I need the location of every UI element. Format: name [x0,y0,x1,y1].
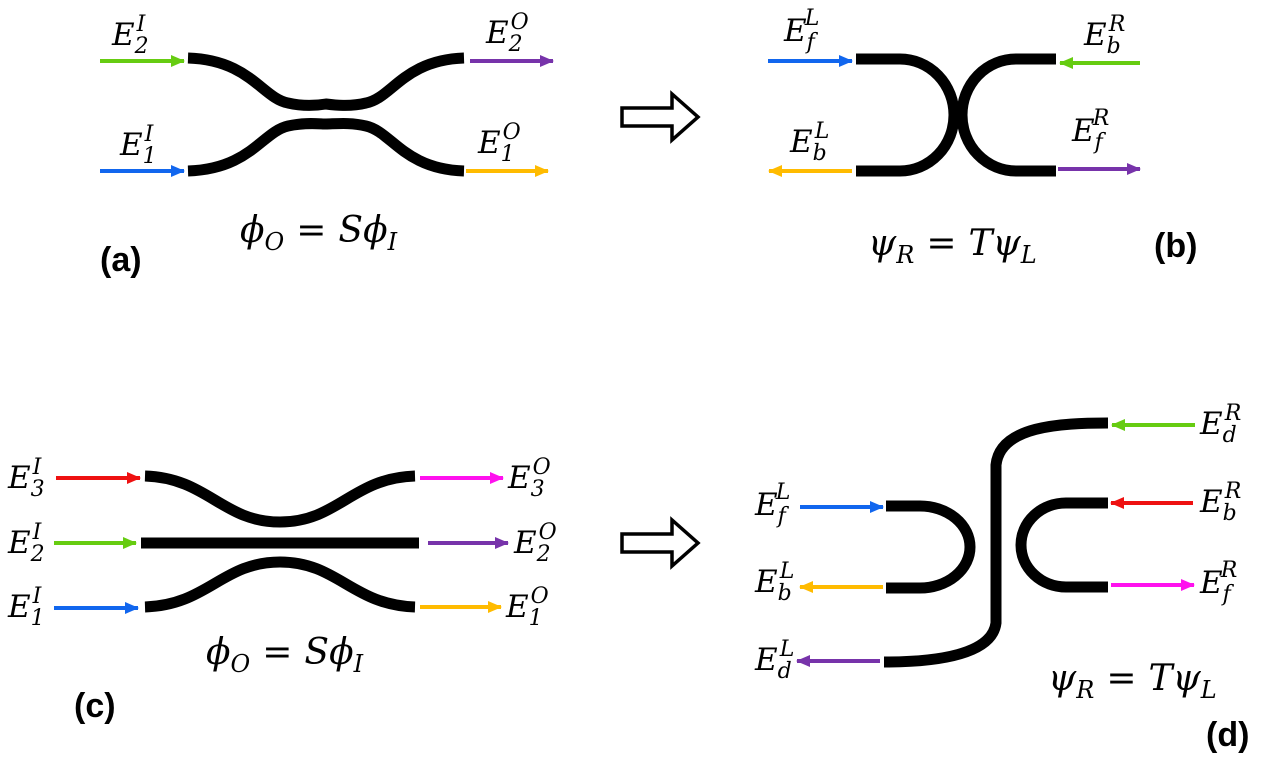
panel-label-c: (c) [74,687,116,725]
equation-d: ψR=TψL [1048,658,1217,704]
waveguide-a-bottom [187,118,465,177]
port-label-b-fL: EfL [783,6,819,55]
panel-c: E3I E2I E1I E3O E2O E1O ϕO=SϕI (c) [7,455,557,725]
panel-label-a: (a) [100,241,142,279]
equation-c: ϕO=SϕI [206,632,364,678]
waveguide-c-bottom [144,556,416,613]
port-label-b-fR: EfR [1071,106,1109,155]
transform-arrow-bottom [620,516,701,570]
port-label-d-bR: EbR [1199,479,1241,526]
panel-a: E2I E1I E2O E1O ϕO=SϕI (a) [100,10,554,279]
panel-d: EfL EbL EdL EdR EbR EfR ψR=TψL (d) [754,401,1249,754]
waveguide-d-right-loop [1015,497,1108,593]
waveguide-d-s-bend [883,417,1109,668]
port-label-d-bL: EbL [754,559,794,606]
equation-b: ψR=TψL [868,223,1037,269]
port-label-c-in-1: E1I [7,584,45,631]
port-label-a-out-1: E1O [477,120,521,167]
panel-label-d: (d) [1206,716,1249,754]
equation-a: ϕO=SϕI [240,210,398,256]
waveguide-a-top [187,52,465,111]
port-label-a-in-1: E1I [119,122,157,169]
port-label-d-fL: EfL [754,480,790,529]
port-label-c-out-3: E3O [507,455,551,502]
port-label-b-bL: EbL [789,119,829,166]
port-label-c-out-1: E1O [505,584,549,631]
panel-label-b: (b) [1154,227,1197,265]
waveguide-d-left-loop [886,500,976,594]
port-label-a-in-2: E2I [111,12,149,59]
port-label-c-out-2: E2O [513,520,557,567]
waveguide-c-top [144,470,416,528]
waveguide-b-left [856,53,960,177]
port-label-d-fR: EfR [1199,558,1237,607]
port-label-c-in-2: E2I [7,520,45,567]
port-label-d-dR: EdR [1199,401,1241,448]
port-label-b-bR: EbR [1083,12,1125,59]
waveguide-b-right [956,53,1056,177]
port-label-a-out-2: E2O [485,10,529,57]
transform-arrow-top [620,90,701,144]
port-label-d-dL: EdL [754,637,794,684]
port-label-c-in-3: E3I [7,455,45,502]
panel-b: EfL EbL EbR EfR ψR=TψL (b) [768,6,1197,269]
